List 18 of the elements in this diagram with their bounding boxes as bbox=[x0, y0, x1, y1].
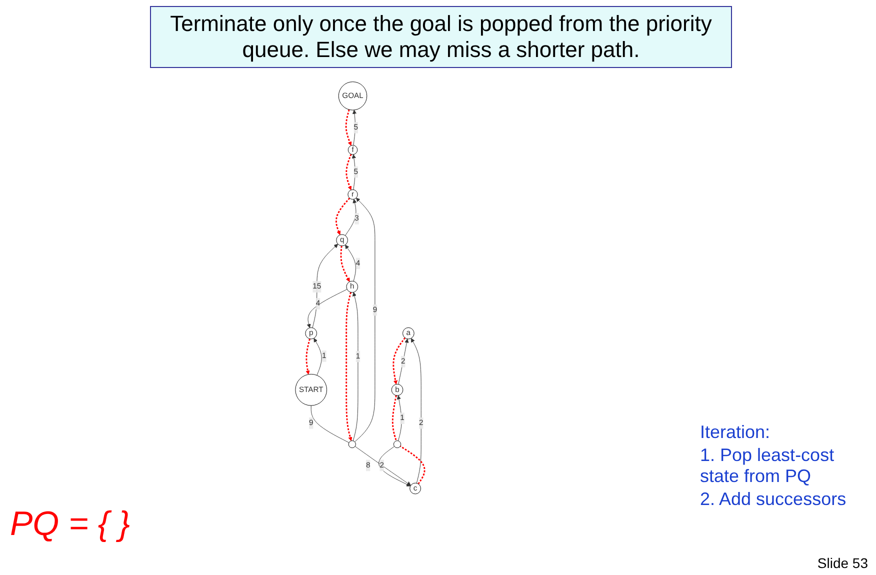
arrow bbox=[336, 198, 350, 236]
node-circle bbox=[393, 440, 402, 448]
list-item: 2. Add successors bbox=[700, 489, 848, 510]
list-item: 1. Pop least-cost state from PQ bbox=[700, 445, 836, 487]
arrow bbox=[392, 337, 406, 384]
queue-text: PQ = { } bbox=[10, 505, 130, 544]
arrow bbox=[340, 246, 350, 282]
connector bbox=[400, 446, 426, 484]
callout-note: Terminate only once the goal is popped from the priority queue. Else we may miss a shorter path. bbox=[150, 6, 732, 68]
arrow bbox=[346, 292, 352, 442]
connector bbox=[310, 405, 350, 443]
slide-number: Slide 53 bbox=[817, 555, 868, 571]
node-circle bbox=[348, 440, 356, 448]
arrow bbox=[306, 338, 310, 375]
connector bbox=[392, 395, 397, 442]
arrow bbox=[346, 154, 352, 190]
list-heading: Iteration: bbox=[700, 422, 772, 443]
arrow bbox=[345, 109, 352, 146]
